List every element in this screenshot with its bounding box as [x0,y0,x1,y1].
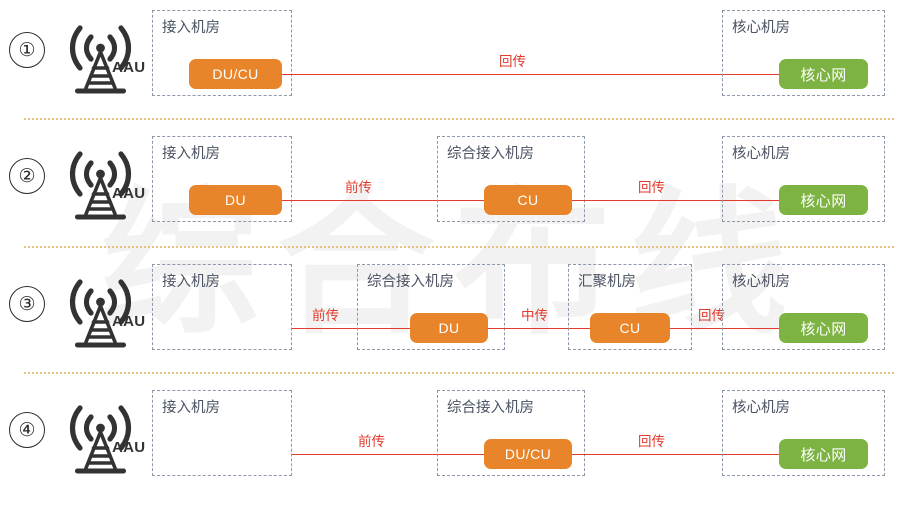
link-label-backhaul-2: 回传 [638,180,665,196]
node-du-3[interactable]: DU [410,313,488,343]
node-du-2[interactable]: DU [189,185,282,215]
node-core-network-1[interactable]: 核心网 [779,59,868,89]
node-cu-3[interactable]: CU [590,313,670,343]
deployment-scenarios-diagram: 综合布线 ① [0,2,907,494]
link-fronthaul-2 [282,200,487,201]
room-label-access-4: 接入机房 [162,400,220,416]
room-access-3: 接入机房 [152,264,292,350]
node-core-network-3[interactable]: 核心网 [779,313,868,343]
aau-label-4: AAU [112,439,146,456]
room-access-1: 接入机房 [152,10,292,96]
node-du-cu-4[interactable]: DU/CU [484,439,572,469]
link-midhaul-3 [488,328,604,329]
aau-tower-icon-3 [58,272,150,352]
link-fronthaul-3 [292,328,410,329]
scenario-row-3: ③ AAU [0,256,907,368]
scenario-row-1: ① AAU [0,2,907,114]
room-core-3: 核心机房 [722,264,885,350]
link-label-fronthaul-2: 前传 [345,180,372,196]
aau-label-1: AAU [112,59,146,76]
scenario-index-4: ④ [9,412,45,448]
scenario-index-1: ① [9,32,45,68]
node-core-network-4[interactable]: 核心网 [779,439,868,469]
row-separator-1 [24,118,894,120]
room-access-4: 接入机房 [152,390,292,476]
room-label-aggregation-3: 汇聚机房 [578,274,636,290]
row-separator-2 [24,246,894,248]
room-label-integrated-access-4: 综合接入机房 [447,400,534,416]
room-label-core-4: 核心机房 [732,400,790,416]
node-du-cu-1[interactable]: DU/CU [189,59,282,89]
aau-label-2: AAU [112,185,146,202]
link-label-fronthaul-3: 前传 [312,308,339,324]
link-label-fronthaul-4: 前传 [358,434,385,450]
room-core-4: 核心机房 [722,390,885,476]
link-backhaul-3 [670,328,780,329]
aau-tower-icon-2 [58,144,150,224]
link-label-backhaul-1: 回传 [499,54,526,70]
scenario-index-3: ③ [9,286,45,322]
room-integrated-access-3: 综合接入机房 [357,264,505,350]
link-backhaul-1 [282,74,780,75]
room-access-2: 接入机房 [152,136,292,222]
room-integrated-access-2: 综合接入机房 [437,136,585,222]
scenario-row-2: ② AAU [0,128,907,240]
link-backhaul-2 [572,200,780,201]
link-label-midhaul-3: 中传 [521,308,548,324]
link-backhaul-4 [572,454,780,455]
room-integrated-access-4: 综合接入机房 [437,390,585,476]
scenario-index-2: ② [9,158,45,194]
room-label-core-1: 核心机房 [732,20,790,36]
link-label-backhaul-3: 回传 [698,308,725,324]
room-label-access-2: 接入机房 [162,146,220,162]
room-label-core-3: 核心机房 [732,274,790,290]
node-cu-2[interactable]: CU [484,185,572,215]
node-core-network-2[interactable]: 核心网 [779,185,868,215]
room-core-2: 核心机房 [722,136,885,222]
scenario-row-4: ④ AAU [0,382,907,494]
aau-tower-icon-4 [58,398,150,478]
aau-label-3: AAU [112,313,146,330]
room-aggregation-3: 汇聚机房 [568,264,692,350]
room-core-1: 核心机房 [722,10,885,96]
link-fronthaul-4 [292,454,507,455]
room-label-core-2: 核心机房 [732,146,790,162]
room-label-access-1: 接入机房 [162,20,220,36]
aau-tower-icon-1 [58,18,150,98]
link-label-backhaul-4: 回传 [638,434,665,450]
room-label-access-3: 接入机房 [162,274,220,290]
row-separator-3 [24,372,894,374]
room-label-integrated-access-2: 综合接入机房 [447,146,534,162]
room-label-integrated-access-3: 综合接入机房 [367,274,454,290]
